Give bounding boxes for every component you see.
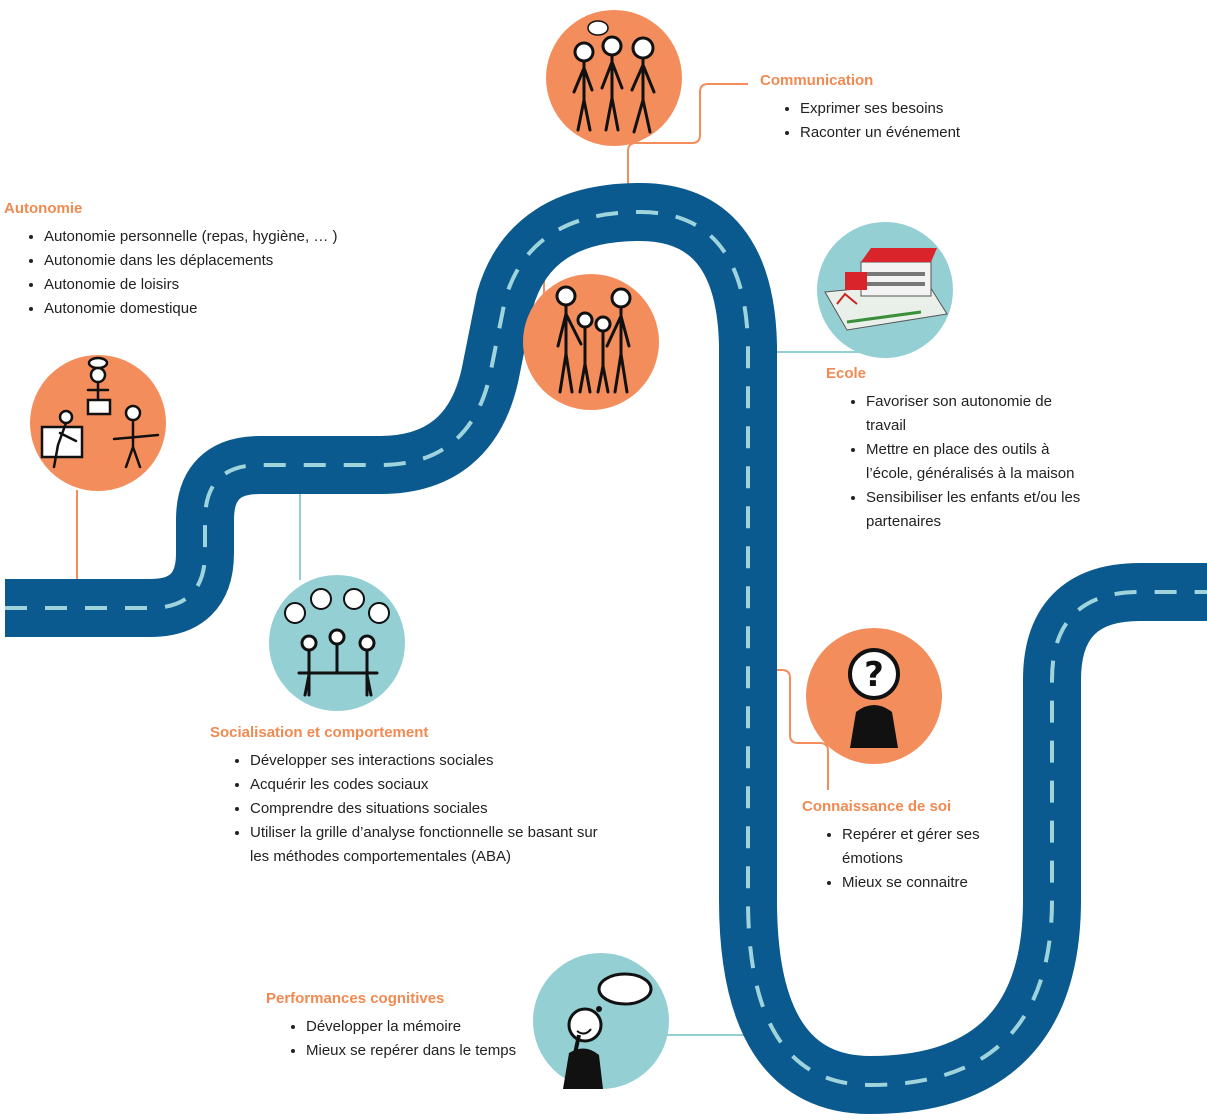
connaissance-circle: ? xyxy=(806,628,942,764)
section-connaissance: Connaissance de soi Repérer et gérer ses… xyxy=(802,798,1012,895)
list-item: Autonomie personnelle (repas, hygiène, …… xyxy=(44,225,384,249)
question-person-icon: ? xyxy=(848,648,900,748)
list-item: Développer la mémoire xyxy=(306,1015,546,1039)
connector-communication xyxy=(627,83,748,188)
family-icon xyxy=(555,285,632,394)
famille-circle xyxy=(523,274,659,410)
thinking-person-icon xyxy=(563,972,653,1089)
list-item: Sensibiliser les enfants et/ou les parte… xyxy=(866,486,1086,534)
socialisation-circle xyxy=(269,575,405,711)
communication-circle xyxy=(546,10,682,146)
section-cognitives: Performances cognitives Développer la mé… xyxy=(266,990,546,1063)
list-item: Mettre en place des outils à l’école, gé… xyxy=(866,438,1086,486)
section-list: Favoriser son autonomie de travail Mettr… xyxy=(826,390,1086,534)
autonomie-circle xyxy=(30,355,166,491)
section-list: Développer ses interactions sociales Acq… xyxy=(210,749,610,869)
road-center-dashes xyxy=(5,209,1207,1088)
list-item: Mieux se repérer dans le temps xyxy=(306,1039,546,1063)
section-list: Autonomie personnelle (repas, hygiène, …… xyxy=(4,225,384,321)
list-item: Autonomie domestique xyxy=(44,297,384,321)
list-item: Autonomie dans les déplacements xyxy=(44,249,384,273)
cognitives-circle xyxy=(533,953,669,1089)
list-item: Exprimer ses besoins xyxy=(800,97,1060,121)
section-autonomie: Autonomie Autonomie personnelle (repas, … xyxy=(4,200,384,321)
list-item: Mieux se connaitre xyxy=(842,871,1012,895)
section-socialisation: Socialisation et comportement Développer… xyxy=(210,724,610,869)
list-item: Autonomie de loisirs xyxy=(44,273,384,297)
section-list: Repérer et gérer ses émotions Mieux se c… xyxy=(802,823,1012,895)
ecole-circle xyxy=(817,222,953,358)
section-list: Développer la mémoire Mieux se repérer d… xyxy=(266,1015,546,1063)
section-title: Connaissance de soi xyxy=(802,798,952,815)
section-title: Autonomie xyxy=(4,200,83,217)
list-item: Favoriser son autonomie de travail xyxy=(866,390,1086,438)
section-list: Exprimer ses besoins Raconter un événeme… xyxy=(760,97,1060,145)
list-item: Comprendre des situations sociales xyxy=(250,797,610,821)
school-building-icon xyxy=(824,248,948,331)
list-item: Développer ses interactions sociales xyxy=(250,749,610,773)
section-title: Communication xyxy=(760,72,874,89)
section-communication: Communication Exprimer ses besoins Racon… xyxy=(760,72,1060,145)
social-table-icon xyxy=(284,588,390,697)
list-item: Repérer et gérer ses émotions xyxy=(842,823,1012,871)
list-item: Acquérir les codes sociaux xyxy=(250,773,610,797)
section-title: Ecole xyxy=(826,365,867,382)
section-ecole: Ecole Favoriser son autonomie de travail… xyxy=(826,365,1086,534)
list-item: Utiliser la grille d’analyse fonctionnel… xyxy=(250,821,610,869)
section-title: Performances cognitives xyxy=(266,990,445,1007)
svg-text:?: ? xyxy=(864,655,884,695)
section-title: Socialisation et comportement xyxy=(210,724,429,741)
list-item: Raconter un événement xyxy=(800,121,1060,145)
daily-tasks-icon xyxy=(40,356,160,469)
people-talking-icon xyxy=(572,20,656,134)
